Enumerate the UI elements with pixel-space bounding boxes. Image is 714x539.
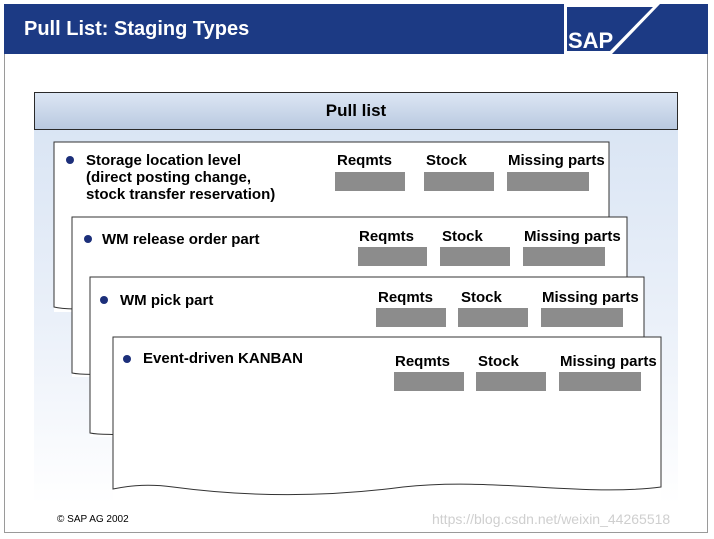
missing-parts-field (523, 247, 605, 266)
stock-field (458, 308, 528, 327)
reqmts-label: Reqmts (378, 289, 434, 306)
stock-label: Stock (478, 353, 519, 370)
reqmts-label: Reqmts (359, 228, 415, 245)
page-title: Pull List: Staging Types (24, 18, 250, 40)
stock-field (440, 247, 510, 266)
card-label: WM pick part (120, 292, 214, 309)
reqmts-field (358, 247, 427, 266)
bullet-icon (84, 235, 92, 243)
missing-parts-label: Missing parts (542, 289, 639, 306)
sap-logo-text: SAP (568, 28, 613, 53)
bullet-icon (123, 355, 131, 363)
card-label: Storage location level (direct posting c… (86, 152, 276, 203)
missing-parts-field (507, 172, 589, 191)
reqmts-label: Reqmts (395, 353, 451, 370)
stock-field (424, 172, 494, 191)
bullet-icon (100, 296, 108, 304)
reqmts-field (376, 308, 446, 327)
card-label: Event-driven KANBAN (143, 350, 304, 367)
watermark-text: https://blog.csdn.net/weixin_44265518 (432, 511, 671, 527)
copyright-text: © SAP AG 2002 (57, 514, 129, 525)
stock-label: Stock (461, 289, 502, 306)
missing-parts-label: Missing parts (508, 152, 605, 169)
missing-parts-field (541, 308, 623, 327)
bullet-icon (66, 156, 74, 164)
missing-parts-field (559, 372, 641, 391)
missing-parts-label: Missing parts (560, 353, 657, 370)
stock-label: Stock (426, 152, 467, 169)
missing-parts-label: Missing parts (524, 228, 621, 245)
card-event-kanban: Event-driven KANBAN Reqmts Stock Missing… (112, 336, 662, 505)
card-label: WM release order part (102, 231, 260, 248)
reqmts-field (335, 172, 405, 191)
sap-logo: SAP (564, 4, 660, 54)
reqmts-field (394, 372, 464, 391)
pull-list-header: Pull list (34, 92, 678, 130)
stock-field (476, 372, 546, 391)
stock-label: Stock (442, 228, 483, 245)
reqmts-label: Reqmts (337, 152, 393, 169)
